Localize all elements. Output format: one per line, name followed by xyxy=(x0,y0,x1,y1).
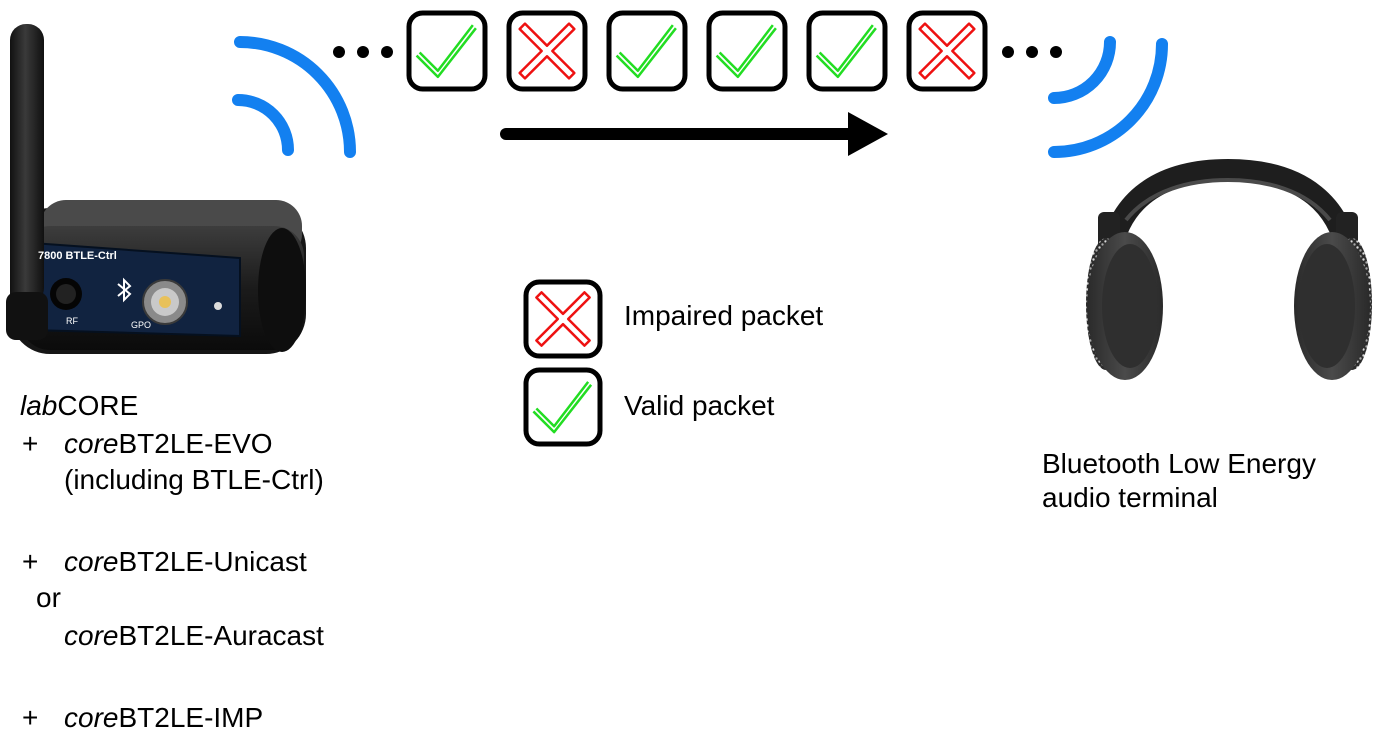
impaired-packet-cross-icon xyxy=(506,10,588,92)
impaired-packet-cross-icon xyxy=(523,279,603,359)
list-item-evo-rest: BT2LE-EVO xyxy=(118,428,273,459)
list-item-auracast: coreBT2LE-Auracast xyxy=(64,622,324,650)
list-item-auracast-italic: core xyxy=(64,620,119,651)
list-item-imp-italic: core xyxy=(64,702,119,733)
signal-wave-icon-right xyxy=(1048,36,1168,158)
legend-impaired-cross-icon xyxy=(523,279,603,359)
list-item-unicast: coreBT2LE-Unicast xyxy=(64,548,307,576)
product-title-italic: lab xyxy=(20,390,58,421)
list-item-evo-italic: core xyxy=(64,428,119,459)
device-rf-label: RF xyxy=(66,316,78,326)
packet-sequence xyxy=(406,10,988,92)
product-title: labCORE xyxy=(20,392,138,420)
ellipsis-dots-left xyxy=(333,46,393,58)
impaired-packet-cross-icon xyxy=(906,10,988,92)
valid-packet-check-icon xyxy=(806,10,888,92)
list-or: or xyxy=(36,582,61,613)
arrow-right-icon xyxy=(500,112,888,156)
terminal-label-line1: Bluetooth Low Energy xyxy=(1042,448,1316,479)
valid-packet-check-icon xyxy=(406,10,488,92)
ellipsis-dots-right xyxy=(1002,46,1062,58)
legend-valid-label: Valid packet xyxy=(624,390,775,421)
list-item-evo: coreBT2LE-EVO xyxy=(64,430,273,458)
bluetooth-transmitter-device xyxy=(6,24,306,354)
headphones-icon xyxy=(1086,158,1372,380)
list-item-imp: coreBT2LE-IMP xyxy=(64,704,263,732)
legend-valid-check-icon xyxy=(523,367,603,447)
list-plus-2: + xyxy=(22,546,39,577)
legend-impaired-label: Impaired packet xyxy=(624,300,824,331)
valid-packet-check-icon xyxy=(523,367,603,447)
list-item-unicast-rest: BT2LE-Unicast xyxy=(118,546,307,577)
list-item-imp-rest: BT2LE-IMP xyxy=(118,702,264,733)
device-model-label: 7800 BTLE-Ctrl xyxy=(38,250,117,262)
terminal-label-line2: audio terminal xyxy=(1042,482,1218,513)
list-item-evo-sub: (including BTLE-Ctrl) xyxy=(64,464,324,495)
device-gpo-label: GPO xyxy=(131,320,152,330)
product-title-rest: CORE xyxy=(57,390,139,421)
list-item-auracast-rest: BT2LE-Auracast xyxy=(118,620,324,651)
list-plus-1: + xyxy=(22,428,39,459)
list-plus-3: + xyxy=(22,702,39,733)
signal-wave-icon-left xyxy=(232,36,356,158)
valid-packet-check-icon xyxy=(606,10,688,92)
list-item-unicast-italic: core xyxy=(64,546,119,577)
valid-packet-check-icon xyxy=(706,10,788,92)
